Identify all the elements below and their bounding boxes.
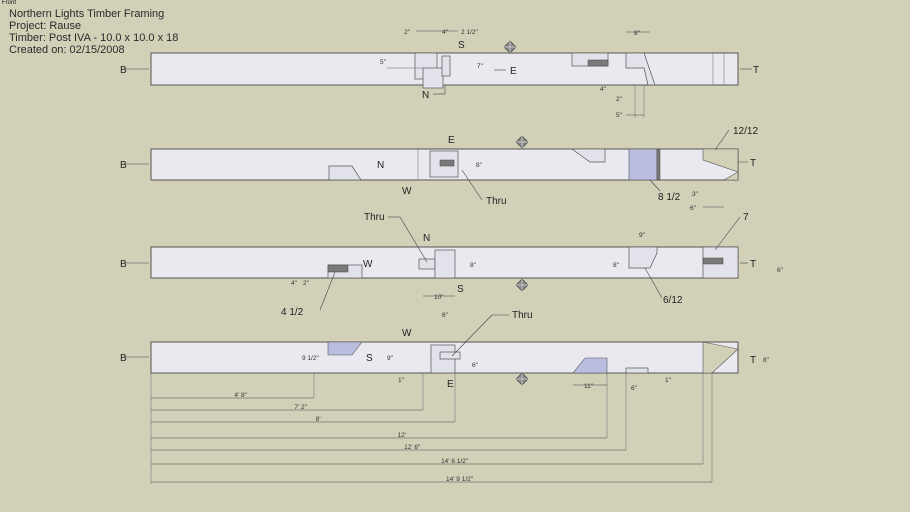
timber-view-2: B T E N W Thru 8 1/2 12/12 8" 3" 6": [120, 126, 758, 212]
face-label-n: N: [377, 160, 384, 171]
end-label-bottom: B: [120, 259, 127, 270]
dim: 1": [398, 377, 405, 384]
timber-spec: Timber: Post IVA - 10.0 x 10.0 x 18: [9, 32, 179, 44]
dim: 6": [442, 312, 449, 319]
overall-dimension-label: 14' 6 1/2": [441, 458, 469, 465]
timber-view-3: B T N W S Thru 4 1/2 6/12 7 4" 2" 8" 10"…: [120, 212, 784, 318]
dim: 8": [476, 162, 483, 169]
face-label-e: E: [510, 66, 517, 77]
dim: 5": [616, 112, 623, 119]
face-label-w: W: [402, 186, 412, 197]
dim: 7": [477, 63, 484, 70]
dim: 10": [434, 294, 444, 301]
note-pitch: 6/12: [663, 295, 683, 306]
company-name: Northern Lights Timber Framing: [9, 8, 165, 20]
overall-dimension-label: 7' 2": [294, 404, 307, 411]
dim: 9 1/2": [302, 355, 319, 362]
compass-icon: [503, 40, 517, 54]
project-name: Project: Rause: [9, 20, 82, 32]
overall-dimension-label: 12' 6": [404, 444, 421, 451]
dim: 9": [387, 355, 394, 362]
overall-dimensions: 4' 8" 7' 2" 8' 12' 12' 6" 14' 6 1/2" 14' 9 1/2…: [150, 373, 713, 484]
note-7: 7: [743, 212, 749, 223]
note-thru: Thru: [364, 212, 385, 223]
dim: 6": [777, 267, 784, 274]
dim: 9": [639, 232, 646, 239]
dim: 4": [442, 29, 449, 36]
end-label-bottom: B: [120, 353, 127, 364]
compass-icon: [515, 372, 529, 386]
end-label-bottom: B: [120, 160, 127, 171]
face-label-n: N: [423, 233, 430, 244]
view-label: Front: [2, 0, 17, 6]
dim: 6": [690, 205, 697, 212]
dim: 5": [380, 59, 387, 66]
overall-dimension-label: 4' 8": [234, 392, 247, 399]
dim: 8": [634, 30, 641, 37]
overall-dimension-label: 14' 9 1/2": [446, 476, 474, 483]
face-label-e: E: [447, 379, 454, 390]
dim: 8": [470, 262, 477, 269]
face-label-w: W: [402, 328, 412, 339]
face-label-n: N: [422, 90, 429, 101]
dim: 2": [616, 96, 623, 103]
face-label-s: S: [458, 40, 465, 51]
dim: 6": [631, 385, 638, 392]
overall-dimension-label: 8': [316, 416, 321, 423]
end-label-bottom: B: [120, 65, 127, 76]
dim: 2": [303, 280, 310, 287]
compass-icon: [515, 278, 529, 292]
overall-dimension-label: 12': [398, 432, 406, 439]
dim: 2 1/2": [461, 29, 478, 36]
note-thru: Thru: [486, 196, 507, 207]
face-label-s: S: [457, 284, 464, 295]
dim: 8": [763, 357, 770, 364]
end-label-top: T: [753, 65, 759, 76]
face-label-s: S: [366, 353, 373, 364]
compass-icon: [515, 135, 529, 149]
dim: 4": [600, 86, 607, 93]
dim: 1": [665, 377, 672, 384]
note-8-1-2: 8 1/2: [658, 192, 681, 203]
end-label-top: T: [750, 158, 756, 169]
dim: 3": [692, 191, 699, 198]
end-label-top: T: [750, 355, 756, 366]
note-thru: Thru: [512, 310, 533, 321]
title-block: Northern Lights Timber Framing Project: …: [9, 8, 178, 56]
created-date: Created on: 02/15/2008: [9, 44, 125, 56]
end-label-top: T: [750, 259, 756, 270]
note-4-1-2: 4 1/2: [281, 307, 304, 318]
timber-view-1: B T S E N 2" 4" 2 1/2" 5" 7" 8" 4" 2" 5": [120, 29, 759, 119]
note-roof-pitch: 12/12: [733, 126, 758, 137]
dim: 2": [404, 29, 411, 36]
dim: 6": [472, 362, 479, 369]
timber-view-4: B T W S E Thru 6" 9 1/2" 9" 6" 1" 11" 6"…: [120, 310, 770, 484]
face-label-w: W: [363, 259, 373, 270]
dim: 8": [613, 262, 620, 269]
dim: 11": [584, 383, 594, 390]
dim: 4": [291, 280, 298, 287]
face-label-e: E: [448, 135, 455, 146]
